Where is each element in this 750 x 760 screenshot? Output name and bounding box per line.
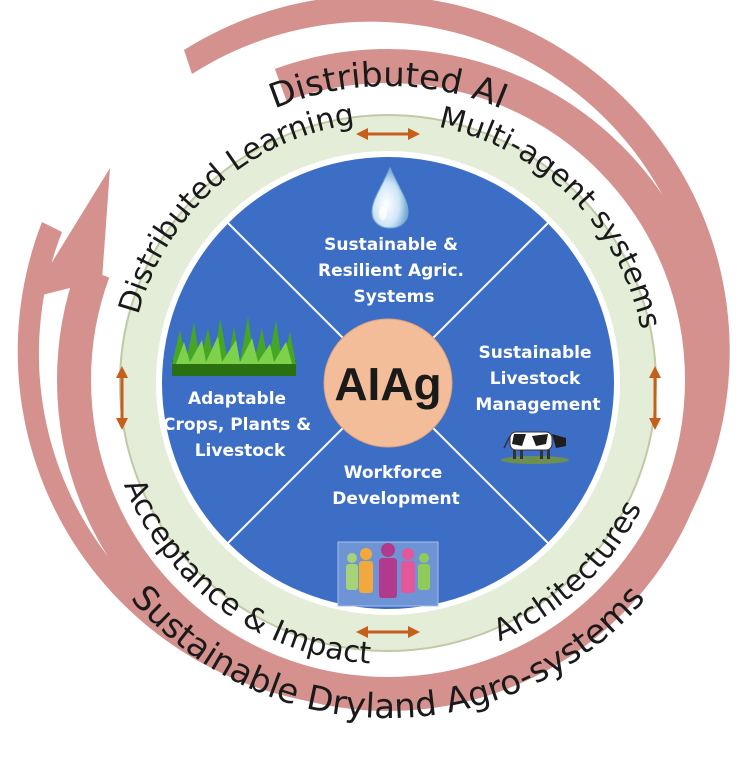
segment-left-line: Adaptable	[188, 389, 286, 409]
segment-right-line: Management	[475, 395, 600, 415]
segment-top-text: Sustainable & Resilient Agric. Systems	[318, 235, 470, 307]
outer-ring-arrowhead	[30, 168, 110, 298]
person-figure	[418, 553, 430, 590]
segment-left-line: Livestock	[195, 441, 286, 461]
segment-right-line: Livestock	[490, 369, 581, 389]
ring-arrows	[116, 128, 661, 638]
segment-right-text: Sustainable Livestock Management	[475, 343, 600, 415]
cow-icon	[501, 431, 569, 464]
outer-ring-band	[57, 49, 719, 711]
person-figure	[379, 543, 397, 598]
segment-top-line: Resilient Agric.	[318, 261, 464, 281]
segment-left-text: Adaptable Crops, Plants & Livestock	[163, 389, 317, 461]
person-figure	[401, 548, 415, 593]
segment-bottom-text: Workforce Development	[332, 463, 459, 509]
person-figure	[359, 548, 373, 593]
segment-right-line: Sustainable	[479, 343, 592, 363]
center-label: AIAg	[334, 358, 441, 410]
segment-left-line: Crops, Plants &	[163, 415, 311, 435]
segment-top-line: Systems	[354, 287, 435, 307]
segment-bottom-line: Development	[332, 489, 459, 509]
segment-top-line: Sustainable &	[324, 235, 458, 255]
grass-icon	[172, 316, 296, 376]
person-figure	[346, 553, 358, 590]
center-circle: AIAg	[323, 318, 453, 448]
people-group-icon	[337, 541, 439, 607]
segment-bottom-line: Workforce	[344, 463, 443, 483]
water-drop-icon	[371, 166, 409, 229]
outer-ring	[17, 0, 730, 711]
